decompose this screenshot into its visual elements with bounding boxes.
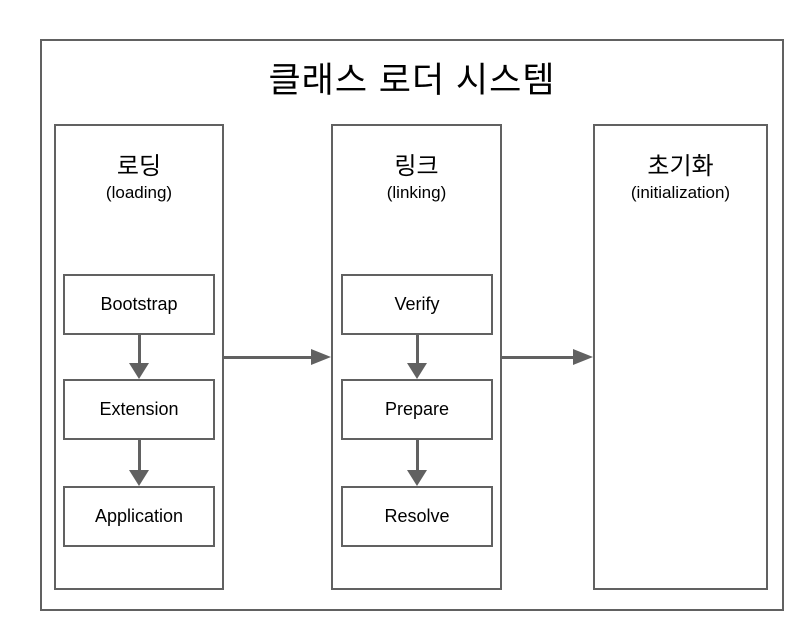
loading-title-english: (loading) bbox=[105, 183, 173, 202]
arrow-down-icon-verify-prepare bbox=[407, 335, 427, 379]
arrow-shaft bbox=[137, 440, 141, 472]
arrow-down-icon-prepare-resolve bbox=[407, 440, 427, 486]
arrowhead-right bbox=[311, 349, 331, 365]
arrow-down-icon-bootstrap-extension bbox=[129, 335, 149, 379]
step-label-extension: Extension bbox=[99, 399, 179, 419]
loading-title-korean: 로딩 bbox=[116, 153, 162, 180]
initialization-title-english: (initialization) bbox=[630, 183, 731, 202]
arrow-shaft bbox=[137, 335, 141, 365]
initialization-title-korean: 초기화 bbox=[647, 153, 714, 180]
step-box-verify: Verify bbox=[341, 274, 493, 335]
arrow-shaft bbox=[502, 355, 575, 359]
step-label-resolve: Resolve bbox=[384, 506, 450, 526]
arrow-down-icon-extension-application bbox=[129, 440, 149, 486]
step-box-application: Application bbox=[63, 486, 215, 547]
step-label-prepare: Prepare bbox=[384, 399, 450, 419]
arrowhead-down bbox=[407, 363, 427, 379]
diagram-title: 클래스 로더 시스템 bbox=[268, 61, 556, 100]
arrow-shaft bbox=[415, 335, 419, 365]
step-box-extension: Extension bbox=[63, 379, 215, 440]
linking-title-english: (linking) bbox=[386, 183, 447, 202]
phase-box-initialization: 초기화 (initialization) bbox=[593, 124, 768, 590]
arrowhead-down bbox=[407, 470, 427, 486]
arrow-right-icon-loading-linking bbox=[224, 349, 331, 365]
arrowhead-down bbox=[129, 470, 149, 486]
step-box-resolve: Resolve bbox=[341, 486, 493, 547]
step-box-bootstrap: Bootstrap bbox=[63, 274, 215, 335]
step-label-bootstrap: Bootstrap bbox=[100, 294, 178, 314]
arrowhead-down bbox=[129, 363, 149, 379]
step-label-verify: Verify bbox=[394, 294, 440, 314]
arrow-right-icon-linking-initialization bbox=[502, 349, 593, 365]
arrowhead-right bbox=[573, 349, 593, 365]
arrow-shaft bbox=[224, 355, 313, 359]
linking-title-korean: 링크 bbox=[394, 153, 439, 180]
step-box-prepare: Prepare bbox=[341, 379, 493, 440]
arrow-shaft bbox=[415, 440, 419, 472]
step-label-application: Application bbox=[94, 506, 184, 526]
